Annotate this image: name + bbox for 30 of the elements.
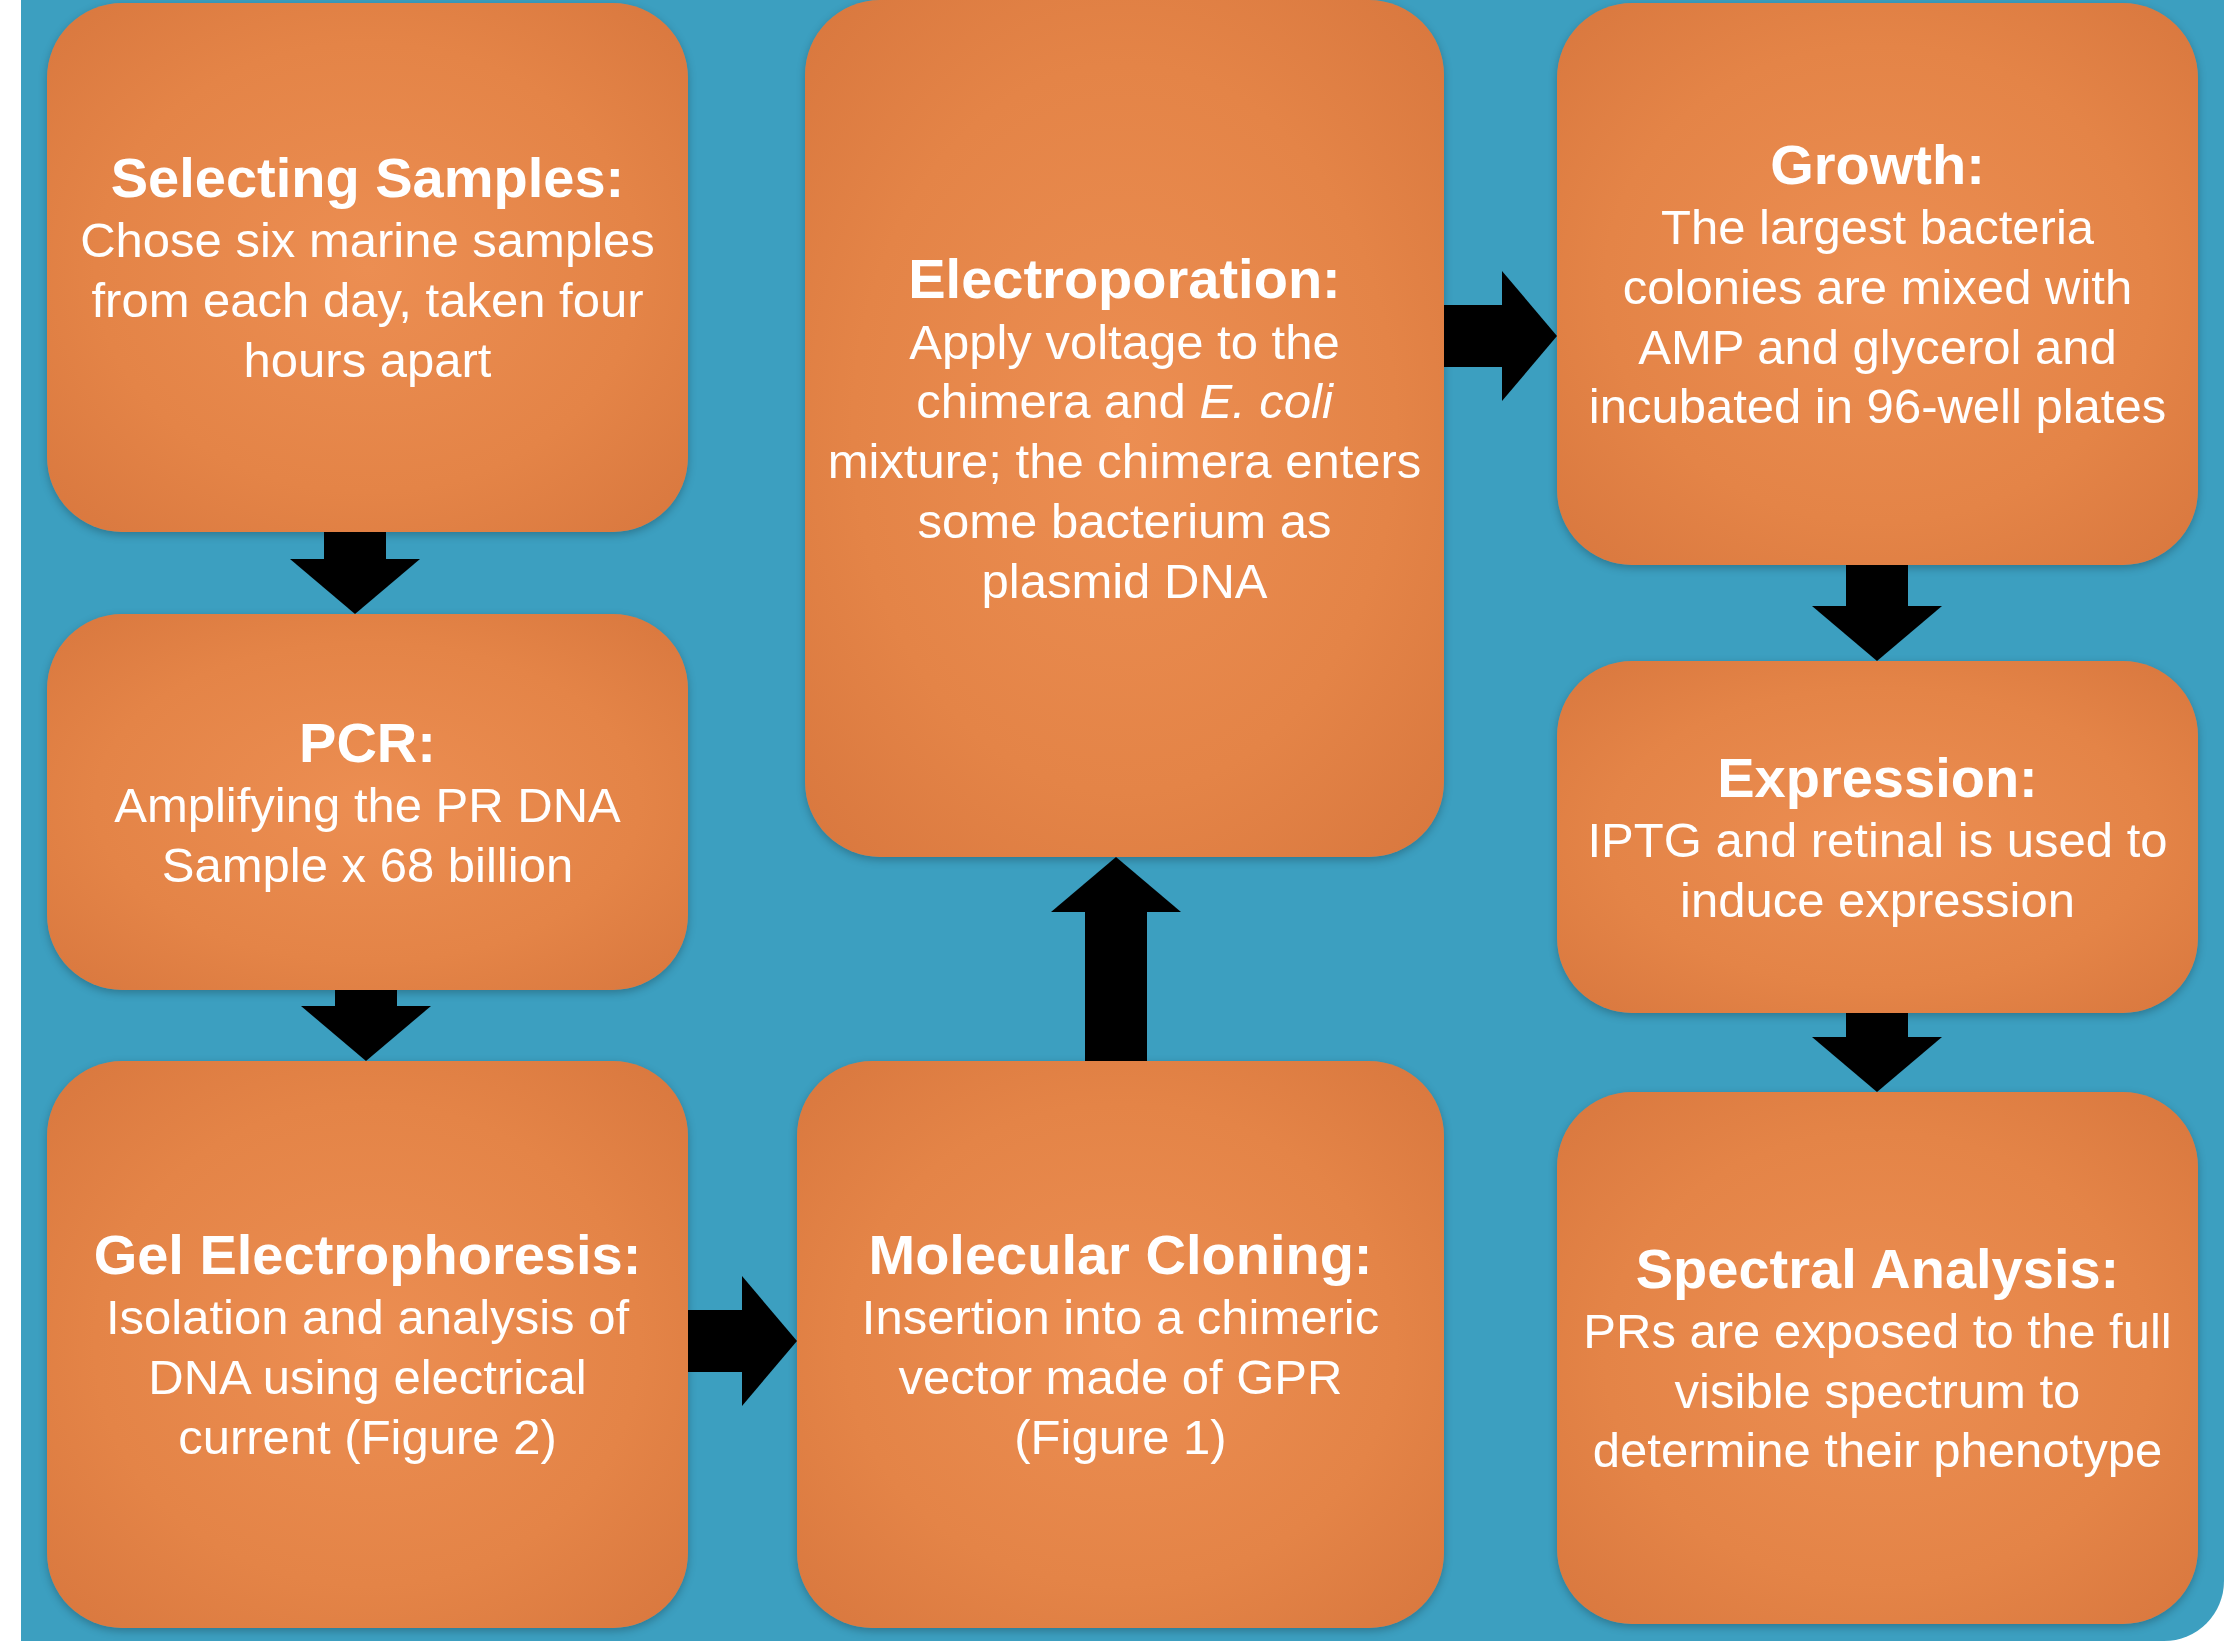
step-heading: Selecting Samples: (110, 145, 625, 212)
step-description: PRs are exposed to the full visible spectrum to determine their phenotype (1582, 1302, 2173, 1480)
step-description: Apply voltage to the chimera and E. coli mixture; the chimera enters some bacterium as plasmid DNA (827, 313, 1422, 610)
step-description: IPTG and retinal is used to induce expression (1586, 811, 2169, 929)
block-arrow (290, 532, 420, 614)
step-heading: PCR: (299, 709, 436, 776)
process-box (1557, 3, 2198, 565)
process-box (1557, 1092, 2198, 1624)
block-arrow (688, 1276, 797, 1406)
step-heading: Growth: (1770, 131, 1985, 198)
block-arrow (1444, 271, 1557, 401)
process-box (47, 3, 688, 532)
block-arrow (301, 990, 431, 1061)
process-box (797, 1061, 1444, 1628)
block-arrow (1812, 565, 1942, 661)
step-heading: Molecular Cloning: (868, 1222, 1373, 1289)
step-description: Isolation and analysis of DNA using electrical current (Figure 2) (105, 1289, 631, 1466)
block-arrow (1051, 857, 1181, 1061)
step-heading: Spectral Analysis: (1635, 1235, 2120, 1302)
step-heading: Gel Electrophoresis: (93, 1222, 642, 1289)
step-description: Chose six marine samples from each day, taken four hours apart (79, 212, 656, 389)
process-box (1557, 661, 2198, 1013)
process-box (47, 614, 688, 990)
step-description: Amplifying the PR DNA Sample x 68 billion (113, 776, 622, 894)
step-description: Insertion into a chimeric vector made of GPR (Figure 1) (860, 1289, 1381, 1466)
process-box (805, 0, 1444, 857)
process-box (47, 1061, 688, 1628)
step-heading: Electroporation: (908, 246, 1341, 313)
step-heading: Expression: (1717, 744, 2038, 811)
step-description: The largest bacteria colonies are mixed with AMP and glycerol and incubated in 96-well plates (1587, 199, 2168, 436)
